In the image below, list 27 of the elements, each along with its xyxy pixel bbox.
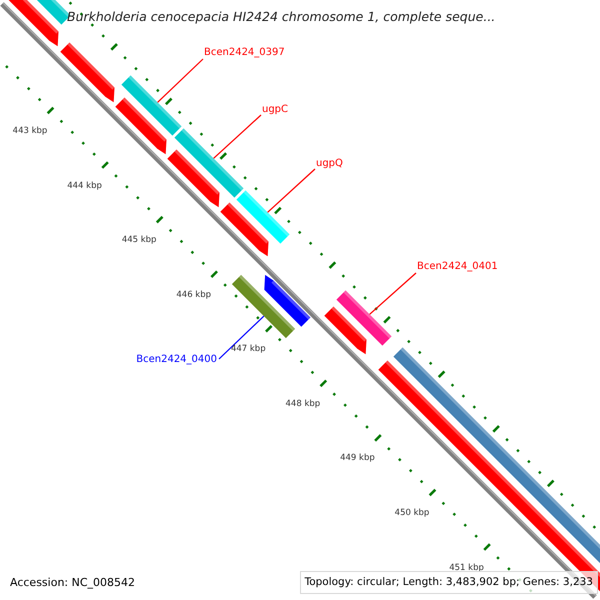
gene-block (232, 274, 296, 338)
map-title: Burkholderia cenocepacia HI2424 chromosome 1, complete seque... (67, 9, 496, 25)
scale-label: 448 kbp (284, 398, 322, 410)
leader-line (213, 114, 262, 159)
scale-label: 451 kbp (448, 562, 485, 574)
scale-label: 446 kbp (175, 288, 212, 301)
leader-line (267, 168, 316, 213)
leader-line (218, 316, 264, 360)
gene-label: Bcen2424_0400 (136, 354, 217, 366)
info-label: Topology: circular; Length: 3,483,902 bp; Genes: 3,233 (300, 571, 598, 594)
gene-label: ugpC (262, 104, 288, 116)
gene-block (174, 128, 244, 198)
scale-label: 443 kbp (12, 124, 48, 137)
accession-text: Accession: NC_008542 (10, 575, 136, 590)
gene-block (336, 290, 392, 346)
gene-block (121, 75, 182, 136)
gene-label: ugpQ (316, 158, 343, 170)
gene-block (236, 190, 290, 244)
scale-label: 447 kbp (230, 343, 267, 356)
scale-label: 450 kbp (394, 506, 430, 519)
scale-label: 445 kbp (120, 234, 158, 246)
leader-line (369, 272, 416, 315)
scale-label: 449 kbp (339, 452, 376, 464)
gene-label: Bcen2424_0401 (417, 261, 498, 273)
scale-label: 444 kbp (66, 180, 103, 192)
leader-line (157, 58, 204, 103)
gene-label: Bcen2424_0397 (204, 47, 285, 59)
